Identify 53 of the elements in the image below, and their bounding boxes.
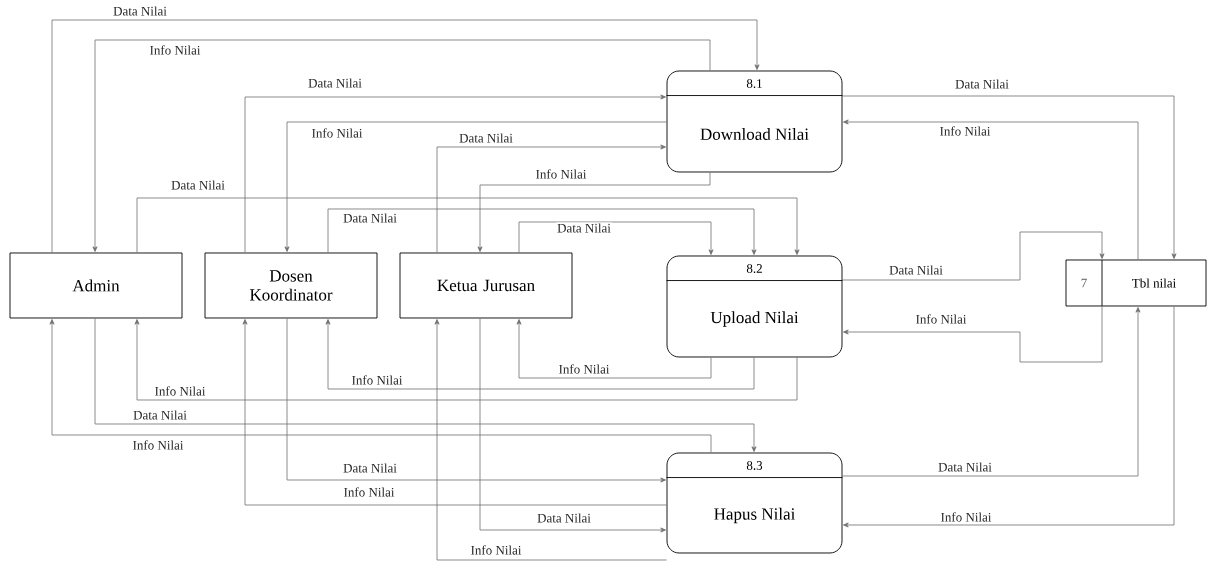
arrow: [51, 19, 760, 253]
entity-box: Admin: [9, 252, 183, 319]
edge-label: Data Nilai: [556, 222, 612, 234]
arrow: [286, 318, 666, 483]
arrow: [843, 306, 1103, 363]
arrow: [136, 197, 800, 255]
edge-label: Info Nilai: [469, 544, 523, 556]
arrow: [842, 307, 1141, 477]
edge-label: Data Nilai: [954, 78, 1010, 90]
edge-label: Info Nilai: [131, 439, 185, 451]
arrow: [479, 318, 666, 533]
edge-label: Data Nilai: [888, 264, 944, 276]
edge-label: Info Nilai: [557, 363, 611, 375]
edge-label: Data Nilai: [536, 512, 592, 524]
arrow: [518, 221, 714, 255]
edge-label: Data Nilai: [132, 409, 188, 421]
edge-label: Data Nilai: [307, 77, 363, 89]
arrow: [327, 208, 757, 255]
entity-box: Dosen Koordinator: [204, 252, 378, 319]
process-box: 8.2 Upload Nilai: [666, 255, 843, 358]
arrow: [434, 319, 667, 561]
process-box: 8.3 Hapus Nilai: [666, 452, 843, 554]
edge-label: Info Nilai: [939, 511, 993, 523]
edge-label: Data Nilai: [170, 179, 226, 191]
data-store: 7 Tbl nilai: [1065, 259, 1207, 307]
edge-label: Data Nilai: [937, 461, 993, 473]
edge-label: Info Nilai: [148, 44, 202, 56]
arrow: [477, 172, 711, 252]
arrow: [843, 306, 1175, 528]
edge-label: Info Nilai: [153, 385, 207, 397]
edge-label: Info Nilai: [342, 486, 396, 498]
edge-label: Data Nilai: [458, 132, 514, 144]
arrow: [325, 319, 755, 390]
edge-label: Data Nilai: [342, 212, 398, 224]
arrow: [842, 231, 1105, 281]
edge-label: Info Nilai: [310, 127, 364, 139]
edge-label: Info Nilai: [914, 313, 968, 325]
arrow: [134, 319, 798, 401]
edge-label: Data Nilai: [112, 5, 168, 17]
arrow: [842, 95, 1177, 259]
arrow: [843, 119, 1139, 260]
arrow: [516, 319, 712, 379]
arrow: [244, 94, 666, 253]
edge-label: Data Nilai: [342, 462, 398, 474]
process-box: 8.1 Download Nilai: [666, 70, 843, 173]
arrow: [92, 39, 711, 252]
edge-label: Info Nilai: [350, 374, 404, 386]
arrow: [436, 144, 666, 253]
arrow: [284, 121, 667, 252]
edge-label: Info Nilai: [938, 125, 992, 137]
entity-box: Ketua Jurusan: [399, 252, 573, 319]
arrow: [242, 319, 667, 506]
edge-label: Info Nilai: [534, 168, 588, 180]
